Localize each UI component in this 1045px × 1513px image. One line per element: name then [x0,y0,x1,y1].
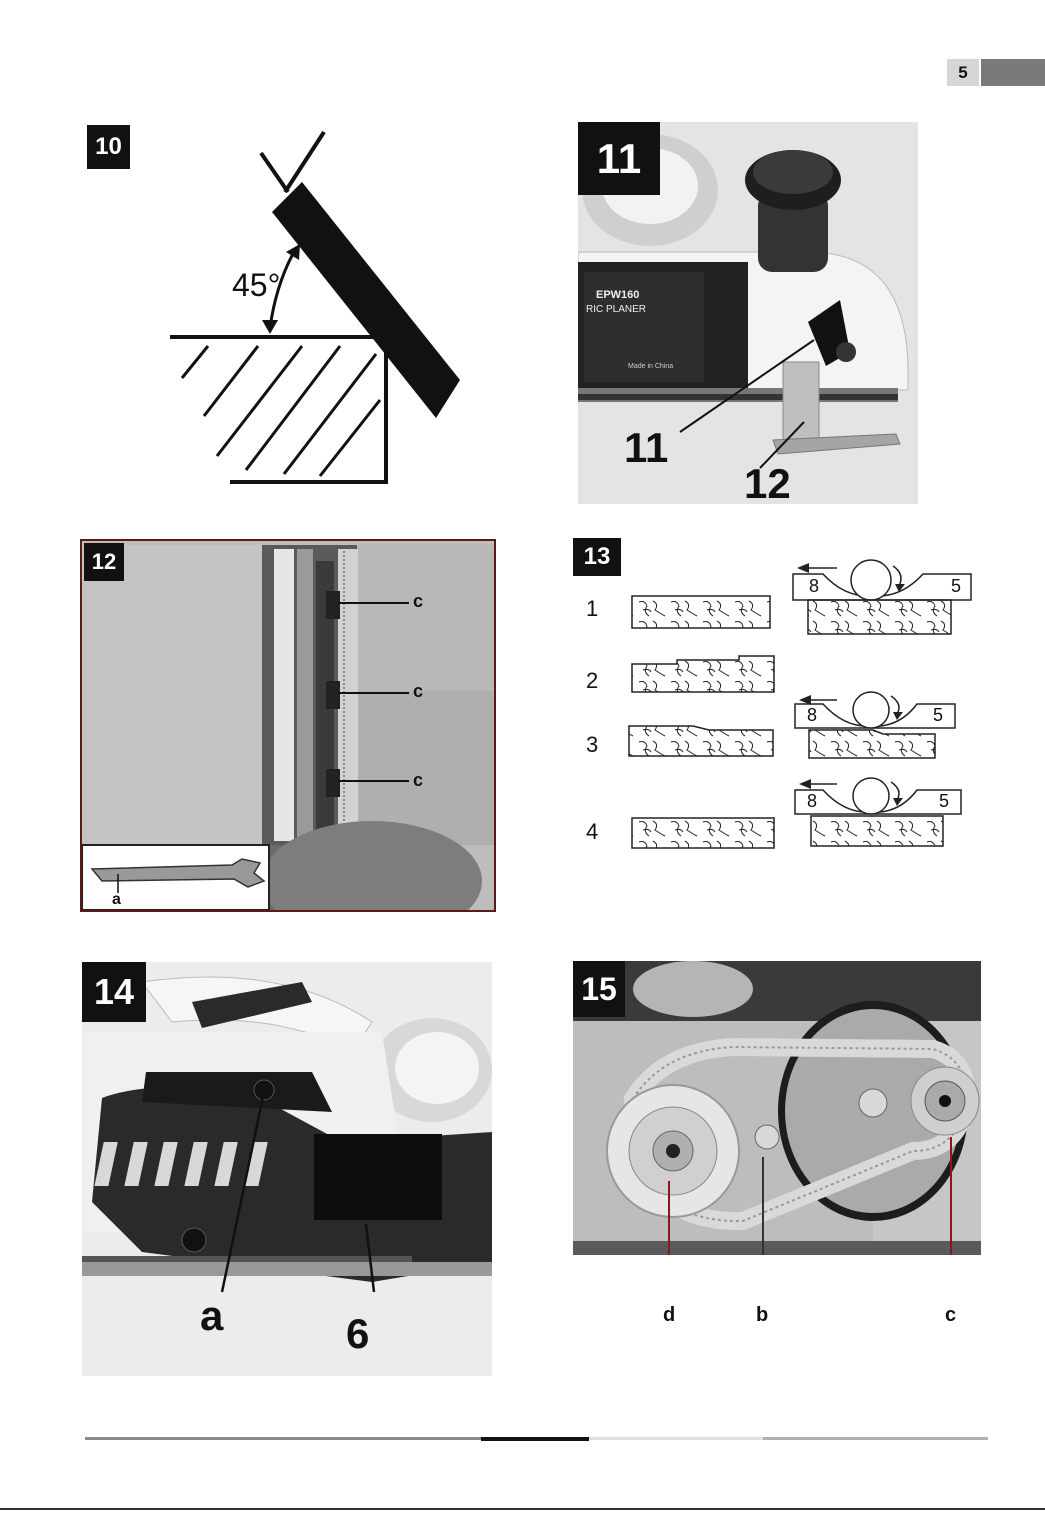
workpiece [170,325,386,482]
angle-arrow-bottom [262,320,278,334]
footer-rule-segment-2 [481,1437,589,1441]
angle-arrow-top [286,244,300,260]
callout-c-middle: c [413,681,423,702]
fence-top-line [261,153,288,192]
plane-2-label-left: 8 [807,705,817,726]
callout-c: c [945,1304,956,1327]
figure-11: EPW160 RIC PLANER Made in China 11 11 12 [578,122,918,504]
inset-callout-a: a [112,891,121,909]
cutter-drum-photo [82,541,494,910]
drive-belt-photo [573,961,981,1255]
angle-label: 45° [232,267,280,303]
board-step-1 [632,596,770,628]
callout-11: 11 [624,424,668,472]
bottom-edge-line [0,1508,1045,1510]
figure-14-badge: 14 [82,962,146,1022]
nameplate-model: EPW160 [596,289,639,301]
figure-15: 15 [573,961,981,1255]
planing-sequence-diagram [573,538,983,858]
callout-6: 6 [346,1310,369,1358]
callout-c-top: c [413,591,423,612]
fence-blade [272,182,460,418]
figure-15-badge: 15 [573,961,625,1017]
callout-a: a [200,1292,223,1340]
plane-1-label-right: 5 [951,576,961,597]
callout-b: b [756,1304,768,1327]
footer-rule-segment-3 [589,1437,763,1440]
plane-3-label-right: 5 [939,791,949,812]
plane-3-label-left: 8 [807,791,817,812]
page-tab-bar [981,59,1045,86]
callout-c-bottom: c [413,770,423,791]
page-number-tab: 5 [947,59,979,86]
angle-diagram: 45° [80,120,500,500]
figure-12: 12 c c c a [80,539,496,912]
nameplate-origin: Made in China [628,363,673,370]
plane-1-label-left: 8 [809,576,819,597]
figure-12-badge: 12 [84,543,124,581]
figure-11-badge: 11 [578,122,660,195]
board-step-3 [629,726,773,756]
planer-front-photo [82,962,492,1376]
fence-top-line-2 [285,132,324,192]
plane-diagram-2 [795,692,955,758]
workpiece-hatching [182,346,380,476]
callout-d: d [663,1304,675,1327]
board-step-4 [632,818,774,848]
plane-2-label-right: 5 [933,705,943,726]
board-step-2 [632,656,774,692]
page-number: 5 [958,63,967,83]
footer-rule [85,1437,988,1441]
plane-diagram-3 [795,778,961,846]
figure-14: 14 a 6 [82,962,492,1376]
figure-13: 13 1 2 3 4 [573,538,983,858]
figure-10: 10 45° [80,120,500,500]
plane-diagram-1 [793,560,971,634]
footer-rule-segment-1 [85,1437,481,1440]
callout-12: 12 [744,460,791,504]
footer-rule-segment-4 [763,1437,988,1440]
nameplate-title: RIC PLANER [586,304,646,315]
